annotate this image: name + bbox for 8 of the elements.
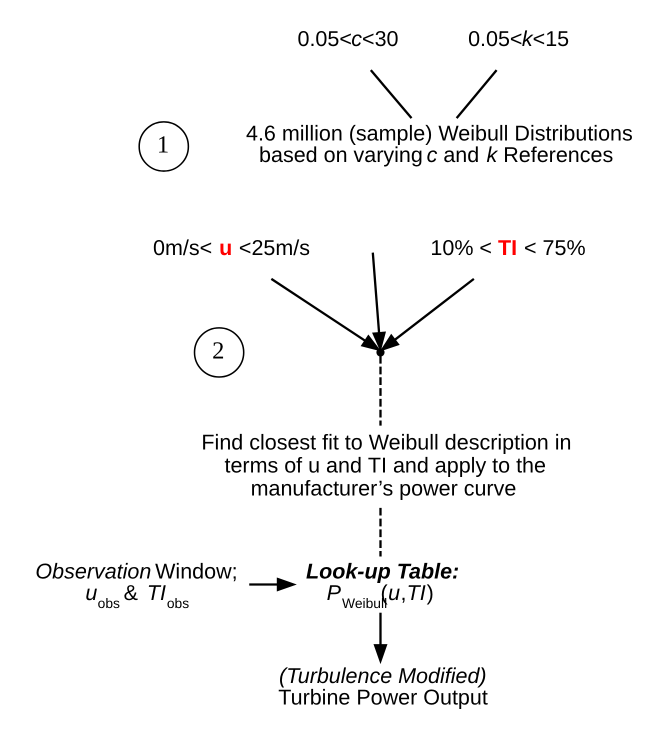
node-text: Observation Window; u$_{obs}$ & TI$_{obs}$ — [34, 560, 238, 612]
node-text: 10% < TI < 75% — [430, 236, 586, 260]
node-text: Find closest fit to Weibull description in terms of u and TI and apply to the manufacturer’s power curve — [200, 430, 571, 501]
node-text: 0.05<c<30 — [296, 27, 398, 52]
node-text: 0.05<k<15 — [468, 27, 569, 52]
node-text: (Turbulence Modified) Turbine Power Output — [278, 664, 488, 710]
node-text: 0m/s< u <25m/s — [152, 236, 310, 260]
node-text: 4.6 million (sample) Weibull Distributions based on varying c and k References — [246, 122, 632, 168]
